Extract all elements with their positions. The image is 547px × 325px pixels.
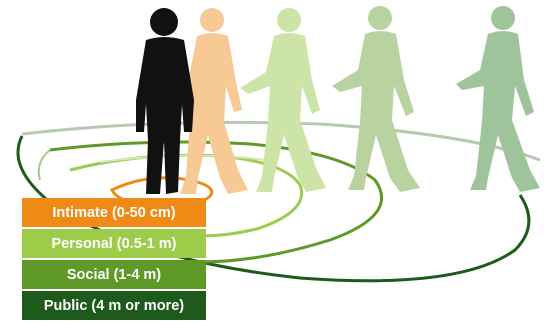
- zone-label-public: Public (4 m or more): [22, 291, 206, 320]
- zone-label-social: Social (1-4 m): [22, 260, 206, 289]
- walking-person-3-figure: [332, 6, 420, 192]
- standing-person-figure: [136, 8, 194, 194]
- walking-person-1-figure: [175, 8, 248, 194]
- walking-person-2-figure: [240, 8, 326, 192]
- faint-ring: [99, 154, 266, 163]
- zone-label-intimate: Intimate (0-50 cm): [22, 198, 206, 227]
- zone-label-personal: Personal (0.5-1 m): [22, 229, 206, 258]
- social-zone-ring-back: [37, 149, 51, 181]
- walking-person-4-figure: [456, 6, 540, 192]
